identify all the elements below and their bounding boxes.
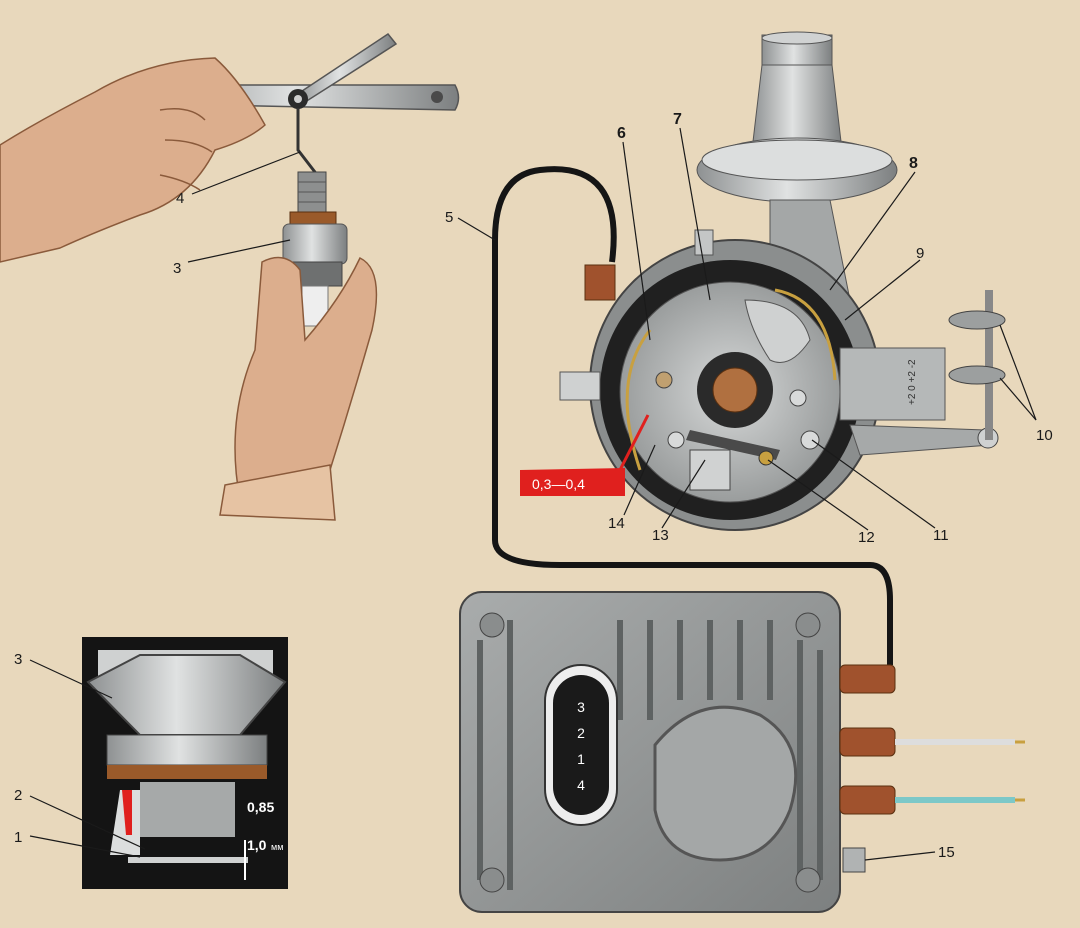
callout-2: 2: [14, 787, 22, 804]
callout-8: 8: [909, 155, 918, 172]
callout-1: 1: [14, 829, 22, 846]
callout-11: 11: [933, 527, 949, 544]
hand-holding-gauge: [0, 57, 266, 263]
callout-12: 12: [858, 529, 875, 546]
callout-6: 6: [617, 125, 626, 142]
callout-13: 13: [652, 527, 669, 544]
leader-lines: [29, 127, 1037, 861]
gap-unit: мм: [271, 842, 283, 852]
commutator-connectors: [839, 664, 1025, 873]
gap-measurement-flag: 0,3—0,4: [520, 414, 650, 496]
gap-value-10: 1,0: [247, 837, 267, 853]
callout-4: 4: [176, 190, 184, 207]
commutator-mark-3: 1: [577, 751, 585, 767]
commutator-mark-4: 4: [577, 777, 585, 793]
callout-15: 15: [938, 844, 955, 861]
vacuum-advance-unit: [696, 31, 898, 301]
gap-value-085: 0,85: [247, 799, 274, 815]
plug-gap-inset: 0,85 1,0 мм: [82, 637, 288, 889]
octane-corrector: +2 0 +2 -2: [839, 290, 1006, 456]
gap-measure-text: 0,3—0,4: [532, 476, 585, 492]
callout-7: 7: [673, 111, 682, 128]
callout-10: 10: [1036, 427, 1053, 444]
callout-3-inset: 3: [14, 651, 22, 668]
callout-9: 9: [916, 245, 924, 262]
hand-holding-plug: [219, 256, 378, 521]
callout-14: 14: [608, 515, 625, 532]
distributor-wire: [492, 166, 893, 665]
callout-5: 5: [445, 209, 453, 226]
ignition-commutator: 3 2 1 4: [459, 591, 841, 913]
octane-scale: +2 0 +2 -2: [907, 359, 918, 405]
commutator-mark-2: 2: [577, 725, 585, 741]
callout-3: 3: [173, 260, 181, 277]
distributor-body: [559, 229, 881, 531]
commutator-mark-1: 3: [577, 699, 585, 715]
